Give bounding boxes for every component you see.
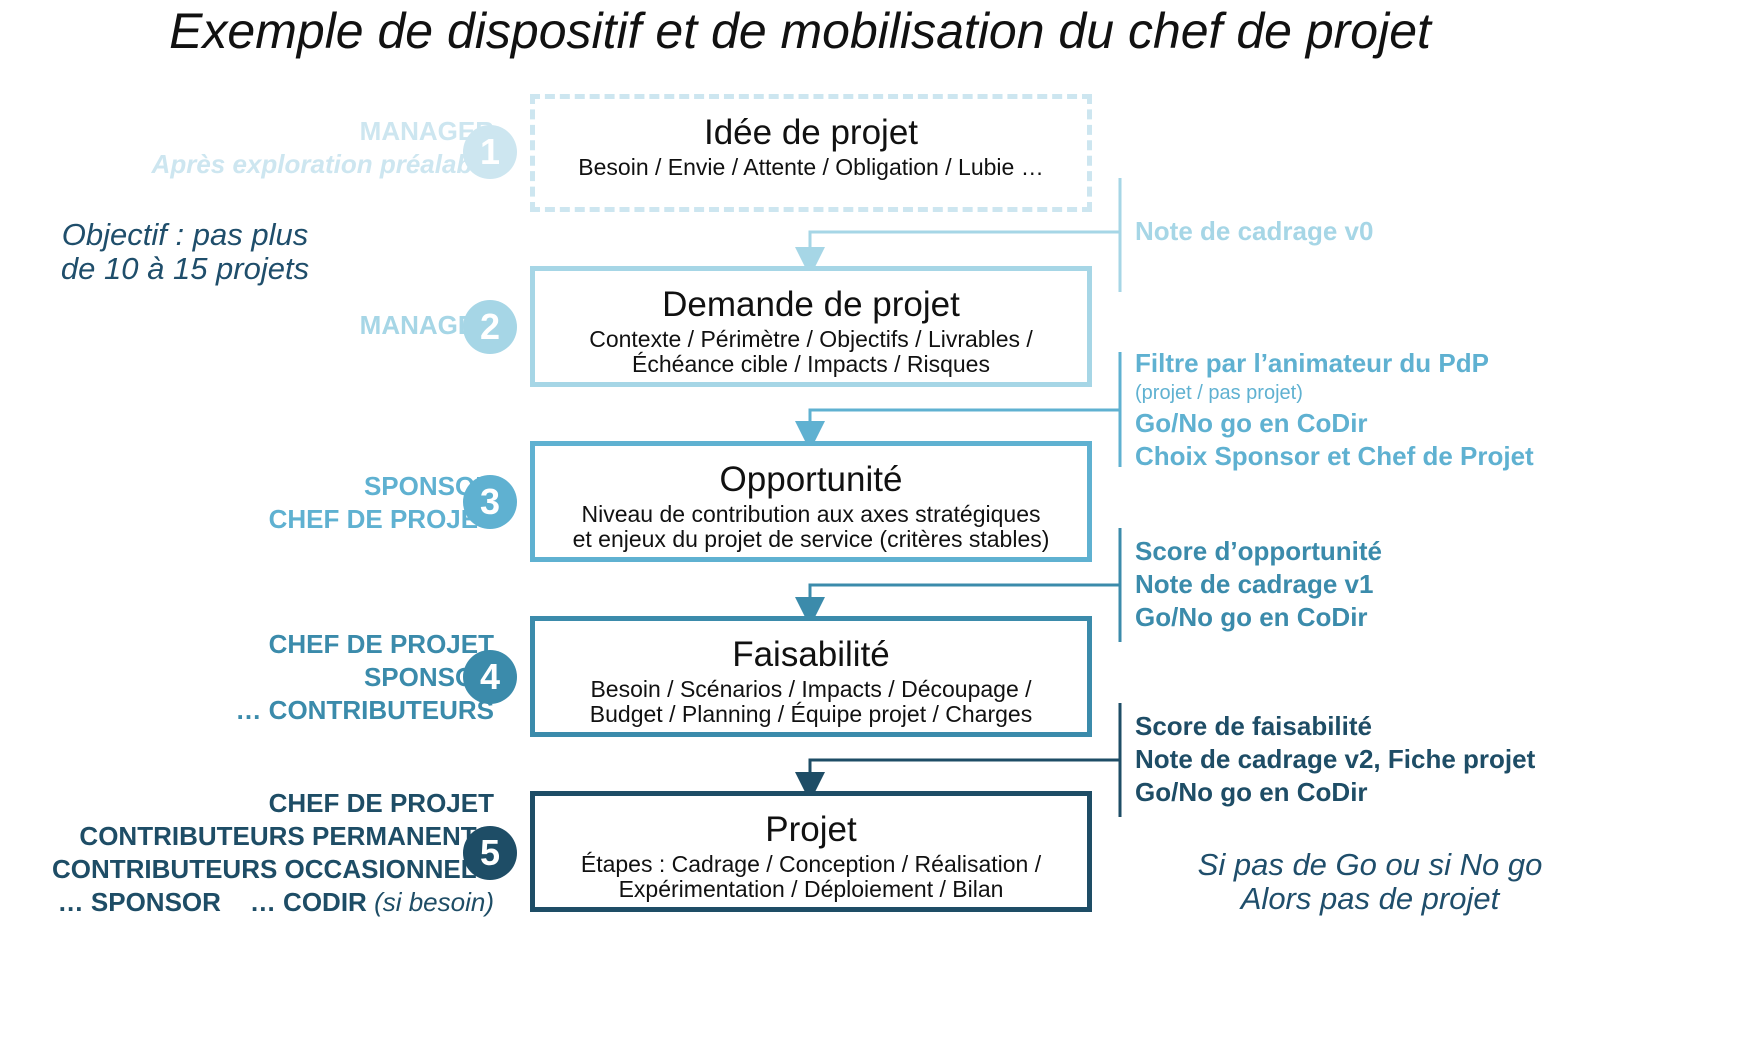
- step-4-desc-line-1: Besoin / Scénarios / Impacts / Découpage…: [590, 676, 1032, 702]
- transition-3-line-3: Go/No go en CoDir: [1135, 602, 1368, 632]
- role-contributeurs-permanents: CONTRIBUTEURS PERMANENTS: [79, 821, 494, 851]
- objectif-line-1: Objectif : pas plus: [61, 217, 309, 252]
- step-1-title: Idée de projet: [703, 113, 919, 152]
- role-note: Après exploration préalable: [151, 149, 494, 179]
- arrow-2-3: [795, 408, 1120, 451]
- objectif-note: Objectif : pas plus de 10 à 15 projets: [40, 218, 330, 286]
- step-2-box: Demande de projet Contexte / Périmètre /…: [530, 266, 1092, 387]
- step-5-desc-line-1: Étapes : Cadrage / Conception / Réalisat…: [580, 851, 1042, 877]
- role-codir: … CODIR: [249, 887, 367, 917]
- step-1-desc: Besoin / Envie / Attente / Obligation / …: [578, 154, 1044, 180]
- arrow-4-5: [795, 758, 1120, 802]
- transition-3-line-1: Score d’opportunité: [1135, 536, 1382, 566]
- step-3-roles: SPONSOR CHEF DE PROJET: [269, 470, 494, 536]
- role-chef-de-projet: CHEF DE PROJET: [268, 629, 494, 659]
- arrow-1-2: [795, 230, 1120, 277]
- transition-4-line-3: Go/No go en CoDir: [1135, 777, 1368, 807]
- step-2-title: Demande de projet: [662, 285, 960, 324]
- transition-4-note: Score de faisabilité Note de cadrage v2,…: [1135, 710, 1535, 809]
- diagram-title: Exemple de dispositif et de mobilisation…: [169, 3, 1431, 59]
- arrow-3-4: [795, 583, 1120, 627]
- conclusion-note: Si pas de Go ou si No go Alors pas de pr…: [1150, 848, 1590, 916]
- step-3-desc-line-2: et enjeux du projet de service (critères…: [572, 526, 1050, 552]
- step-3-number-badge: 3: [463, 475, 517, 529]
- step-2-number-badge: 2: [463, 300, 517, 354]
- transition-1-note: Note de cadrage v0: [1135, 215, 1373, 248]
- step-4-number-badge: 4: [463, 650, 517, 704]
- transition-3-note: Score d’opportunité Note de cadrage v1 G…: [1135, 535, 1382, 634]
- step-2-desc-line-1: Contexte / Périmètre / Objectifs / Livra…: [589, 326, 1033, 352]
- step-5-box: Projet Étapes : Cadrage / Conception / R…: [530, 791, 1092, 912]
- role-codir-note: (si besoin): [374, 887, 494, 917]
- step-3-box: Opportunité Niveau de contribution aux a…: [530, 441, 1092, 562]
- transition-2-line-4: Choix Sponsor et Chef de Projet: [1135, 441, 1534, 471]
- role-sponsor: SPONSOR: [363, 471, 494, 501]
- role-chef-de-projet: CHEF DE PROJET: [268, 788, 494, 818]
- step-5-roles: CHEF DE PROJET CONTRIBUTEURS PERMANENTS …: [52, 787, 494, 919]
- role-contributeurs: … CONTRIBUTEURS: [235, 695, 494, 725]
- step-4-roles: CHEF DE PROJET SPONSOR … CONTRIBUTEURS: [235, 628, 494, 727]
- role-manager: MANAGER: [359, 116, 494, 146]
- step-3-title: Opportunité: [719, 460, 903, 499]
- role-chef-de-projet: CHEF DE PROJET: [268, 504, 494, 534]
- step-4-desc-line-2: Budget / Planning / Équipe projet / Char…: [589, 701, 1033, 727]
- role-contributeurs-occasionnels: CONTRIBUTEURS OCCASIONNELS: [51, 854, 494, 884]
- role-sponsor: SPONSOR: [363, 662, 494, 692]
- transition-2-line-2: (projet / pas projet): [1135, 382, 1303, 404]
- transition-3-line-2: Note de cadrage v1: [1135, 569, 1374, 599]
- step-5-desc-line-2: Expérimentation / Déploiement / Bilan: [618, 876, 1004, 902]
- conclusion-line-2: Alors pas de projet: [1240, 881, 1500, 916]
- step-4-box: Faisabilité Besoin / Scénarios / Impacts…: [530, 616, 1092, 737]
- step-1-box: Idée de projet Besoin / Envie / Attente …: [530, 94, 1092, 212]
- step-3-desc-line-1: Niveau de contribution aux axes stratégi…: [581, 501, 1041, 527]
- transition-4-line-2: Note de cadrage v2, Fiche projet: [1135, 744, 1536, 774]
- objectif-line-2: de 10 à 15 projets: [60, 251, 310, 286]
- transition-2-line-3: Go/No go en CoDir: [1135, 408, 1368, 438]
- transition-2-line-1: Filtre par l’animateur du PdP: [1135, 348, 1489, 378]
- conclusion-line-1: Si pas de Go ou si No go: [1197, 847, 1543, 882]
- step-1-number-badge: 1: [463, 125, 517, 179]
- transition-1-line-1: Note de cadrage v0: [1135, 216, 1374, 246]
- step-4-title: Faisabilité: [732, 635, 890, 674]
- transition-4-line-1: Score de faisabilité: [1135, 711, 1372, 741]
- transition-2-note: Filtre par l’animateur du PdP (projet / …: [1135, 347, 1534, 473]
- role-sponsor-codir: … SPONSOR … CODIR (si besoin): [52, 886, 494, 919]
- step-5-title: Projet: [765, 810, 857, 849]
- role-sponsor: … SPONSOR: [57, 887, 221, 917]
- step-5-number-badge: 5: [463, 826, 517, 880]
- step-2-desc-line-2: Échéance cible / Impacts / Risques: [632, 351, 990, 377]
- step-1-roles: MANAGER Après exploration préalable: [152, 115, 494, 181]
